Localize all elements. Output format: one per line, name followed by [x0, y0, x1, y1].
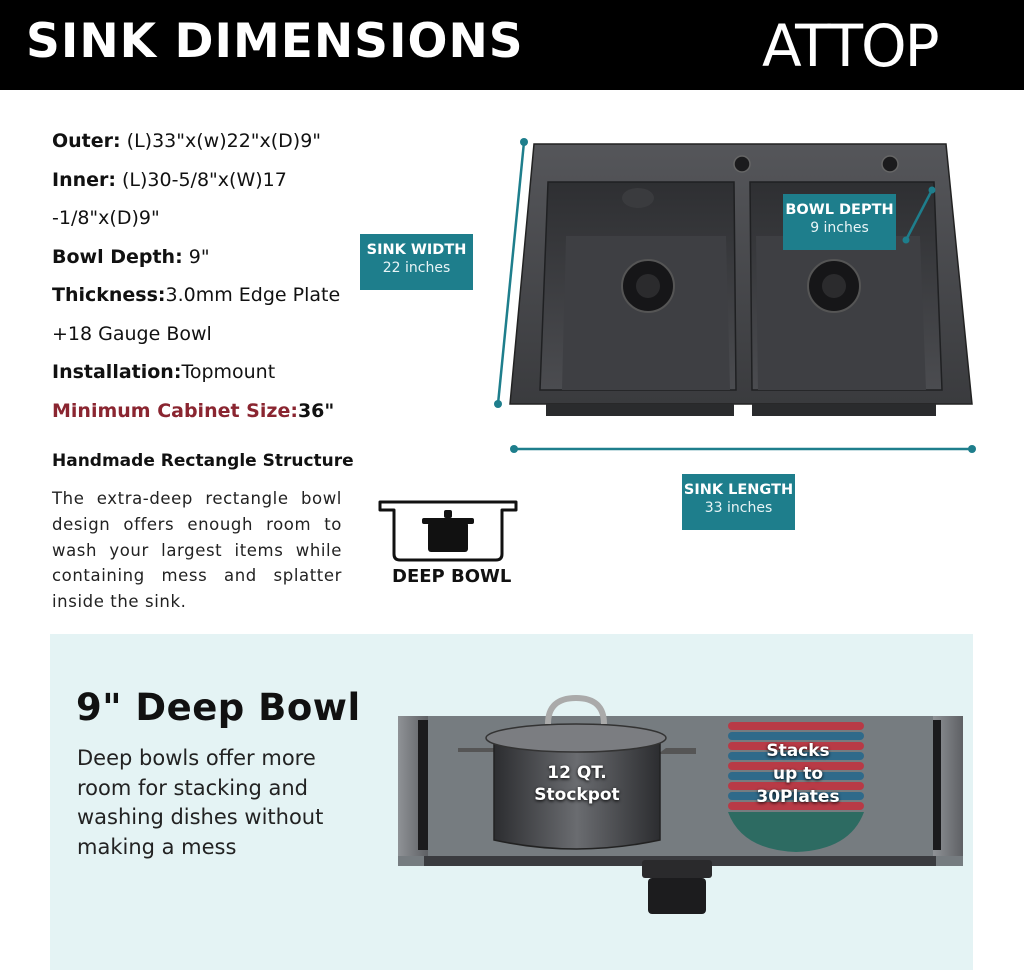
spec-installation-key: Installation: [52, 361, 182, 383]
spec-depth-key: Bowl Depth: [52, 245, 183, 268]
spec-cabinet: Minimum Cabinet Size:36" [52, 392, 352, 431]
header-bar: SINK DIMENSIONS ATTOP [0, 0, 1024, 90]
bowl-cross-section-illustration [398, 694, 963, 914]
stockpot-label-line1: 12 QT. [547, 763, 607, 783]
callout-sink-width: SINK WIDTH 22 inches [360, 234, 473, 290]
deep-bowl-label: DEEP BOWL [392, 566, 512, 587]
deep-bowl-panel-title: 9" Deep Bowl [76, 686, 361, 729]
callout-bowl-depth-title: BOWL DEPTH [785, 202, 894, 218]
spec-installation: Installation:Topmount [52, 353, 352, 392]
spec-installation-value: Topmount [181, 361, 276, 383]
spec-cabinet-key: Minimum Cabinet Size: [52, 399, 298, 422]
deep-bowl-icon [378, 500, 518, 562]
callout-bowl-depth-value: 9 inches [810, 220, 869, 236]
callout-sink-length-title: SINK LENGTH [683, 482, 794, 498]
spec-inner: Inner: (L)30-5/8"x(W)17 [52, 161, 352, 200]
spec-list: Outer: (L)33"x(w)22"x(D)9" Inner: (L)30-… [52, 122, 352, 430]
page-title: SINK DIMENSIONS [26, 14, 524, 69]
spec-outer-value: (L)33"x(w)22"x(D)9" [120, 130, 322, 152]
plates-label-line3: 30Plates [756, 787, 840, 807]
spec-inner-value: (L)30-5/8"x(W)17 [115, 168, 287, 191]
stockpot-label-line2: Stockpot [534, 785, 620, 805]
callout-sink-length: SINK LENGTH 33 inches [682, 474, 795, 530]
stockpot-label: 12 QT. Stockpot [514, 762, 640, 806]
spec-cabinet-value: 36" [297, 399, 335, 422]
sink-photo [494, 138, 976, 453]
plates-label-line2: up to [773, 764, 823, 784]
brand-logo: ATTOP [762, 12, 940, 80]
callout-sink-length-value: 33 inches [704, 500, 773, 516]
spec-thickness: Thickness:3.0mm Edge Plate [52, 276, 352, 315]
spec-inner-key: Inner: [52, 168, 116, 191]
spec-thickness-key: Thickness: [52, 284, 166, 306]
callout-bowl-depth: BOWL DEPTH 9 inches [783, 194, 896, 250]
plates-label-line1: Stacks [766, 741, 830, 761]
structure-title: Handmade Rectangle Structure [52, 451, 354, 471]
callout-sink-width-value: 22 inches [382, 260, 451, 276]
spec-outer-key: Outer: [52, 130, 121, 152]
deep-bowl-panel-body: Deep bowls offer more room for stacking … [77, 746, 324, 859]
spec-thickness-value: 3.0mm Edge Plate [165, 284, 341, 306]
plates-label: Stacks up to 30Plates [735, 740, 861, 809]
spec-depth-value: 9" [182, 245, 210, 268]
spec-outer: Outer: (L)33"x(w)22"x(D)9" [52, 122, 352, 161]
spec-thickness-cont: +18 Gauge Bowl [52, 322, 212, 345]
callout-sink-width-title: SINK WIDTH [366, 242, 467, 258]
structure-body: The extra-deep rectangle bowl design off… [52, 489, 342, 612]
spec-inner-cont: -1/8"x(D)9" [52, 207, 160, 229]
plate-stack [728, 722, 864, 852]
spec-depth: Bowl Depth: 9" [52, 238, 352, 277]
